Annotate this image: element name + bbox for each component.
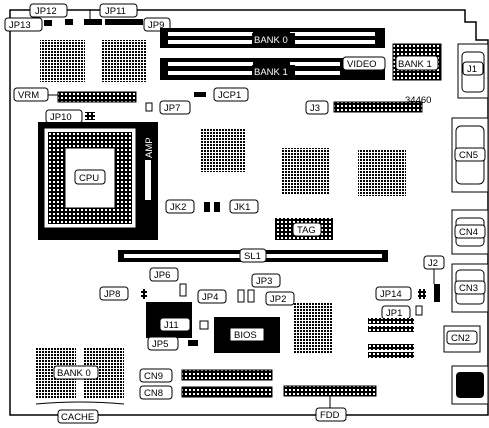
board-number: 34460 (405, 95, 431, 106)
cn8-label: CN8 (144, 388, 163, 399)
jp14-jumper[interactable]: JP14 (375, 286, 426, 301)
cn9-connector[interactable]: CN9 (139, 368, 273, 383)
fdd-connector[interactable]: FDD (283, 385, 377, 422)
cn8-connector[interactable]: CN8 (139, 385, 273, 400)
jp12-label: JP12 (35, 6, 57, 17)
cn3-connector[interactable]: CN3 (451, 263, 489, 313)
cn2-connector[interactable]: CN2 (443, 325, 481, 353)
cn5-label: CN5 (459, 150, 478, 161)
jp3-label: JP3 (256, 276, 272, 287)
jcp1-label: JCP1 (218, 90, 241, 101)
chip-center-3 (358, 150, 406, 196)
jp6-jumper[interactable]: JP6 (149, 267, 187, 297)
vrm-label: VRM (18, 90, 39, 101)
chip-top-left-1 (40, 40, 85, 82)
jp9-jumper[interactable]: JP9 (143, 17, 171, 32)
bios-chip: BIOS (214, 317, 280, 353)
j3-label: J3 (310, 103, 320, 114)
cn5-connector[interactable]: CN5 (451, 117, 489, 193)
connector-bottom-right (451, 365, 489, 405)
j3-connector[interactable]: J3 (305, 100, 423, 115)
amp-label: AMP (144, 137, 155, 158)
jp2-label: JP2 (270, 294, 286, 305)
tag-chip: TAG (275, 218, 333, 240)
tag-label: TAG (297, 225, 316, 236)
jcp1-jumper[interactable]: JCP1 (194, 87, 249, 102)
jp1-label: JP1 (386, 308, 402, 319)
jk2-label: JK2 (170, 202, 186, 213)
jp8-label: JP8 (104, 289, 120, 300)
bank0-top-label: BANK 0 (254, 35, 288, 46)
cpu-socket: CPU AMP (38, 122, 158, 240)
jp10-jumper[interactable]: JP10 (45, 109, 95, 124)
jp2-jumper[interactable]: JP2 (265, 291, 295, 306)
j1-label: J1 (467, 64, 477, 75)
chip-center-2 (282, 148, 330, 194)
jk1-label: JK1 (234, 202, 250, 213)
chip-center-1 (200, 128, 245, 172)
bank1-top-label: BANK 1 (254, 67, 288, 78)
fdd-label: FDD (320, 410, 340, 421)
jp3-jumper[interactable]: JP3 (237, 273, 281, 303)
jp4-label: JP4 (202, 292, 218, 303)
jp7-jumper[interactable]: JP7 (145, 100, 191, 115)
bank1-right: BANK 1 (392, 43, 442, 81)
vrm-connector[interactable]: VRM (13, 87, 137, 103)
jp5-label: JP5 (152, 339, 168, 350)
cn3-label: CN3 (459, 283, 478, 294)
jk2-jumper[interactable]: JK2 (165, 199, 220, 214)
memory-bank-1: BANK 1 (160, 58, 385, 80)
j1-connector[interactable]: J1 (457, 43, 489, 99)
cn9-label: CN9 (144, 371, 163, 382)
jp7-label: JP7 (164, 103, 180, 114)
video-label-box: VIDEO (342, 56, 386, 71)
jp12-jumper[interactable]: JP12 (29, 3, 73, 25)
j2-label: J2 (428, 258, 438, 269)
bank1-right-label: BANK 1 (398, 59, 432, 70)
jp13-jumper[interactable]: JP13 (4, 17, 52, 32)
chip-top-left-2 (102, 40, 147, 82)
chip-near-bios (294, 302, 332, 354)
jk1-jumper[interactable]: JK1 (229, 199, 259, 214)
jp9-label: JP9 (148, 20, 164, 31)
jp13-label: JP13 (9, 20, 31, 31)
board-outline (9, 9, 489, 416)
j11-label: J11 (164, 320, 179, 331)
cpu-label: CPU (79, 173, 99, 184)
bank0-cache-label: BANK 0 (57, 368, 91, 379)
cache-label: CACHE (61, 412, 94, 423)
jp4-jumper[interactable]: JP4 (197, 289, 227, 304)
jp11-label: JP11 (105, 6, 126, 17)
sl1-slot[interactable]: SL1 (118, 248, 388, 263)
cn2-label: CN2 (451, 333, 470, 344)
resistor-array-2 (368, 344, 414, 358)
jp5-jumper[interactable]: JP5 (147, 336, 198, 351)
resistor-array-1 (368, 318, 414, 332)
memory-bank-0: BANK 0 (160, 28, 385, 48)
jp14-label: JP14 (380, 289, 402, 300)
jp10-label: JP10 (50, 112, 72, 123)
sl1-label: SL1 (244, 251, 261, 262)
j2-connector[interactable]: J2 (423, 255, 445, 302)
cache-bank: BANK 0 CACHE (35, 348, 125, 424)
cn4-label: CN4 (459, 227, 478, 238)
jp6-label: JP6 (154, 270, 170, 281)
jp1-jumper[interactable]: JP1 (381, 305, 423, 320)
jp8-jumper[interactable]: JP8 (99, 286, 147, 301)
jp11-jumper[interactable]: JP11 (89, 3, 138, 20)
j11-connector[interactable]: J11 (146, 302, 209, 338)
video-label: VIDEO (347, 59, 377, 70)
cn4-connector[interactable]: CN4 (451, 209, 489, 255)
bios-label: BIOS (234, 330, 257, 341)
